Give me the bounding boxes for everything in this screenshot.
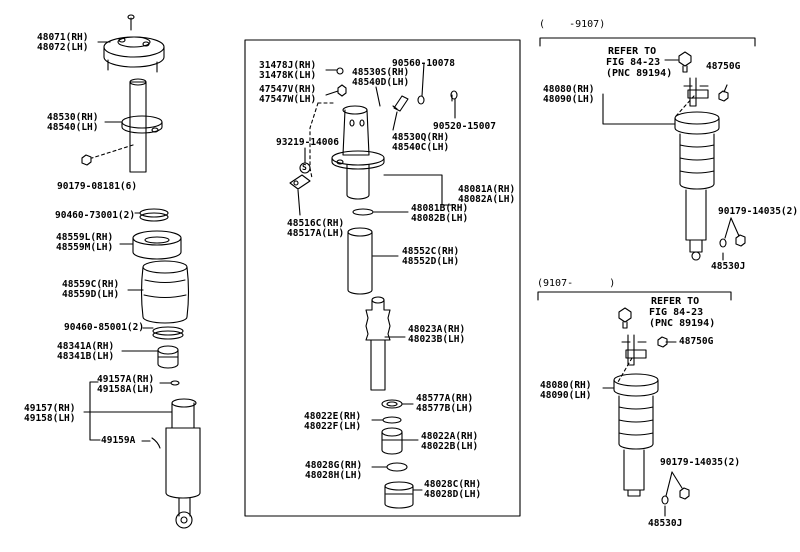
label-90179-14035-upper: 90179-14035(2) (718, 206, 799, 217)
lower-shock-assembly (613, 334, 659, 497)
label-48530J-upper: 48530J (711, 261, 746, 272)
label-48530J-lower: 48530J (648, 518, 683, 529)
label-48552C: 48552C(RH)48552D(LH) (402, 246, 460, 267)
left-strut-parts (81, 14, 201, 529)
label-48081A: 48081A(RH)48082A(LH) (458, 184, 516, 205)
label-90560-10078: 90560-10078 (392, 58, 455, 69)
label-48080-lower: 48080(RH)48090(LH) (540, 380, 592, 401)
label-48022A: 48022A(RH)48022B(LH) (421, 431, 479, 452)
label-90460-85001: 90460-85001(2) (64, 322, 145, 333)
label-48516C: 48516C(RH)48517A(LH) (287, 218, 345, 239)
center-box (244, 39, 521, 517)
label-48080-upper: 48080(RH)48090(LH) (543, 84, 595, 105)
lower-right-group (537, 291, 732, 517)
label-48750G-upper: 48750G (706, 61, 741, 72)
label-47547V: 47547V(RH)47547W(LH) (259, 84, 317, 105)
upper-shock-assembly (674, 77, 720, 261)
dust-boot (140, 260, 190, 324)
label-49159A: 49159A (101, 435, 136, 446)
upper-support-mount (103, 14, 165, 73)
label-90179-14035-lower: 90179-14035(2) (660, 457, 741, 468)
label-48028G: 48028G(RH)48028H(LH) (305, 460, 363, 481)
label-s-symbol: S (302, 163, 307, 172)
label-48559C: 48559C(RH)48559D(LH) (62, 279, 120, 300)
shock-cylinder (165, 398, 201, 529)
label-48577A: 48577A(RH)48577B(LH) (416, 393, 474, 414)
label-48023A: 48023A(RH)48023B(LH) (408, 324, 466, 345)
label-90520-15007: 90520-15007 (433, 121, 496, 132)
label-48081B: 48081B(RH)48082B(LH) (411, 203, 469, 224)
label-49157A: 49157A(RH)49158A(LH) (97, 374, 155, 395)
label-31478J: 31478J(RH)31478K(LH) (259, 60, 317, 81)
label-90460-73001: 90460-73001(2) (55, 210, 136, 221)
label-48530S: 48530S(RH)48540D(LH) (352, 67, 410, 88)
label-48530Q: 48530Q(RH)48540C(LH) (392, 132, 450, 153)
bellows-48023 (365, 296, 391, 391)
upper-right-group (539, 37, 756, 261)
period-header-lower: (9107- ) (537, 278, 616, 289)
label-48341: 48341A(RH)48341B(LH) (57, 341, 115, 362)
label-48022E: 48022E(RH)48022F(LH) (304, 411, 362, 432)
label-49157: 49157(RH)49158(LH) (24, 403, 76, 424)
label-48530: 48530(RH)48540(LH) (47, 112, 99, 133)
label-48028C: 48028C(RH)48028D(LH) (424, 479, 482, 500)
label-48071: 48071(RH)48072(LH) (37, 32, 89, 53)
label-90179-08181: 90179-08181(6) (57, 181, 138, 192)
label-93219-14006: 93219-14006 (276, 137, 339, 148)
upper-pipe (91, 78, 163, 173)
label-48559L: 48559L(RH)48559M(LH) (56, 232, 114, 253)
period-header-upper: ( -9107) (539, 19, 606, 30)
inner-pipe-top (331, 105, 385, 200)
label-48750G-lower: 48750G (679, 336, 714, 347)
